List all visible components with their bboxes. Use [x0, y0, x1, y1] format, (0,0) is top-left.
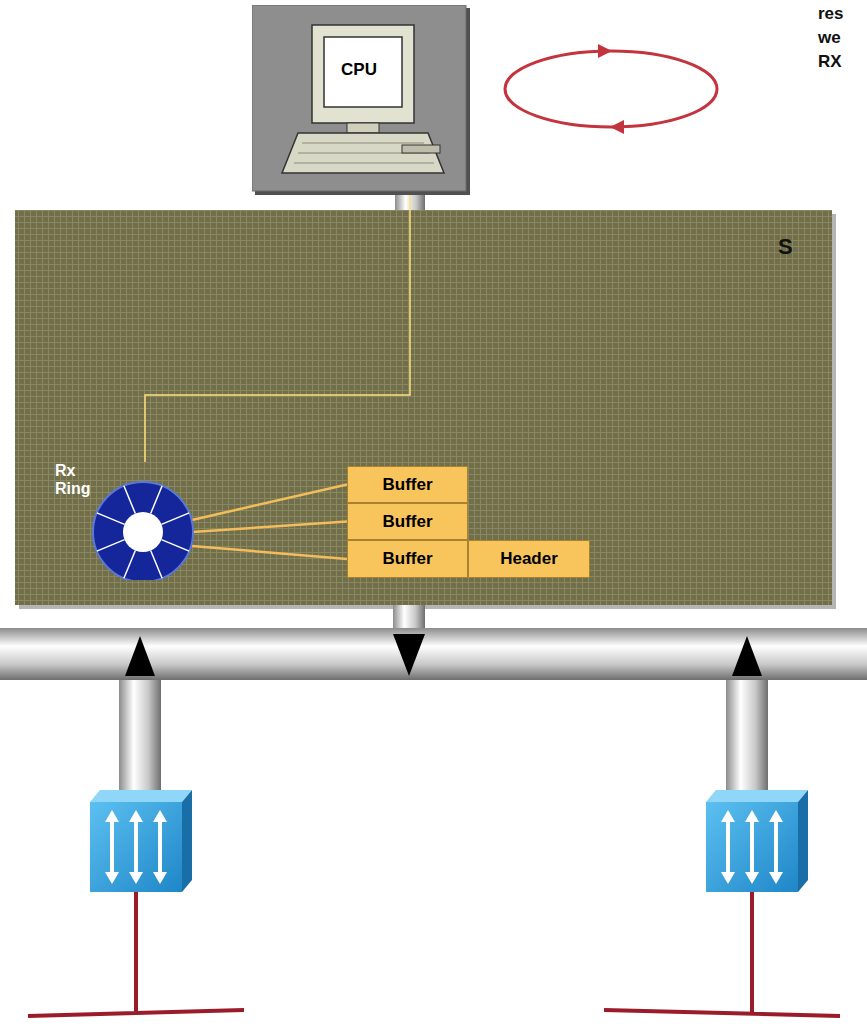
cut-off-note: res: [818, 4, 844, 24]
buffer-label: Buffer: [382, 475, 432, 495]
segment-line: [604, 892, 840, 1016]
ring-label: Rx Ring: [55, 462, 101, 498]
buffer-label: Buffer: [382, 512, 432, 532]
buffer-label: Header: [500, 549, 558, 569]
connector: [145, 195, 410, 462]
switch-icon: [706, 790, 808, 892]
bus: [0, 628, 867, 680]
up-arrow: [732, 636, 762, 676]
buffer-box: Buffer: [347, 540, 468, 578]
loop-arrow: [505, 44, 717, 134]
connector: [192, 485, 347, 521]
up-arrow: [125, 636, 155, 676]
computer-icon: [252, 5, 470, 195]
segment-line: [28, 892, 244, 1016]
connector: [192, 546, 347, 559]
buffer-label: Buffer: [382, 549, 432, 569]
down-arrow: [393, 634, 425, 676]
cpu-label: CPU: [252, 60, 466, 80]
rx-ring: Rx Ring: [52, 462, 195, 580]
connector: [192, 522, 347, 533]
cut-off-note: we: [818, 28, 841, 48]
board-pipe: [393, 605, 425, 631]
buffer-box: Buffer: [347, 503, 468, 540]
port-pipe: [726, 680, 768, 792]
cut-off-note: S: [778, 234, 793, 260]
cut-off-note: RX: [818, 52, 842, 72]
buffer-box: Buffer: [347, 466, 468, 503]
buffer-box: Header: [468, 540, 590, 578]
switch-icon: [90, 790, 192, 892]
cpu-box: CPU: [252, 5, 470, 195]
port-pipe: [119, 680, 161, 792]
ring-symbol: [52, 462, 195, 580]
line-card-board: [15, 210, 832, 605]
